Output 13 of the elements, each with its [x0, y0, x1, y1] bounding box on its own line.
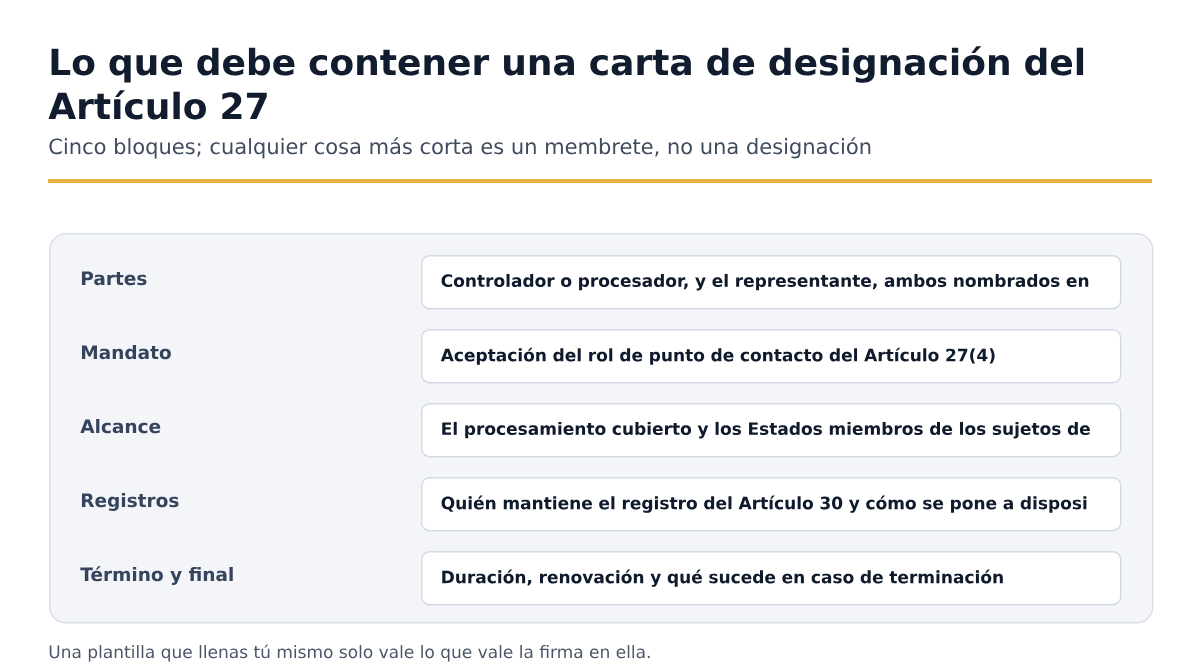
value-box: Quién mantiene el registro del Artículo 30 y cómo se pone a disposi — [421, 477, 1122, 532]
row-label: Registros — [81, 492, 179, 511]
row-label: Alcance — [80, 418, 161, 434]
row-label: Partes — [81, 271, 147, 286]
value-box: Aceptación del rol de punto de contacto del Artículo 27(4) — [421, 329, 1122, 384]
title: Lo que debe contener una carta de designación del Artículo 27 — [48, 46, 1084, 120]
row-label: Mandato — [81, 344, 171, 360]
footnote: Una plantilla que llenas tú mismo solo vale lo que vale la firma en ella. — [49, 644, 650, 662]
value-box: Duración, renovación y qué sucede en caso de terminación — [421, 551, 1122, 606]
value-box: El procesamiento cubierto y los Estados miembros de los sujetos de — [421, 403, 1122, 458]
row-label: Término y final — [80, 566, 233, 585]
value-box: Controlador o procesador, y el representante, ambos nombrados en — [421, 255, 1122, 310]
subtitle: Cinco bloques; cualquier cosa más corta es un membrete, no una designación — [49, 137, 871, 159]
